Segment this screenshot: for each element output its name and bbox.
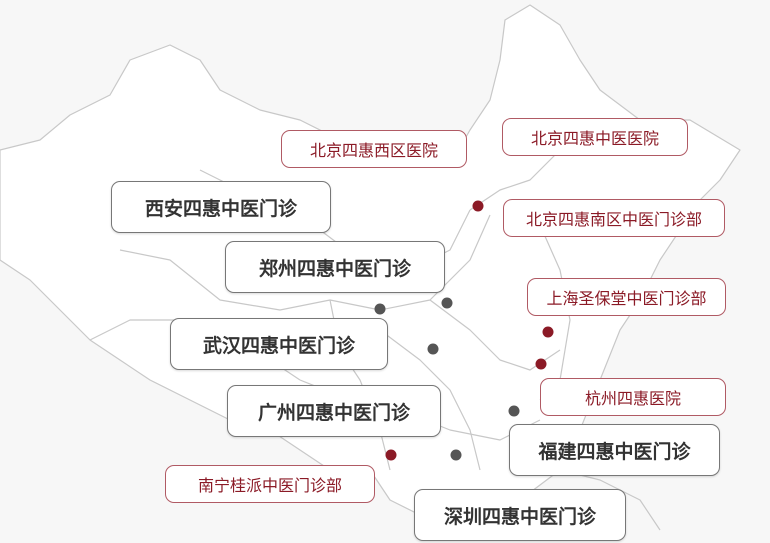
label-hangzhou[interactable]: 杭州四惠医院 — [540, 378, 726, 416]
label-beijing-main[interactable]: 北京四惠中医医院 — [502, 118, 688, 156]
hangzhou-marker[interactable] — [535, 358, 547, 370]
guangzhou-marker[interactable] — [450, 449, 462, 461]
wuhan-marker[interactable] — [427, 343, 439, 355]
label-guangzhou[interactable]: 广州四惠中医门诊 — [227, 385, 441, 437]
label-shanghai[interactable]: 上海圣保堂中医门诊部 — [527, 278, 726, 316]
zhengzhou-marker[interactable] — [441, 297, 453, 309]
shanghai-marker[interactable] — [542, 326, 554, 338]
label-beijing-xicheng[interactable]: 北京四惠西区医院 — [281, 130, 467, 168]
fujian-marker[interactable] — [508, 405, 520, 417]
label-xian[interactable]: 西安四惠中医门诊 — [111, 181, 331, 233]
xian-marker[interactable] — [374, 303, 386, 315]
label-beijing-south[interactable]: 北京四惠南区中医门诊部 — [503, 199, 725, 237]
nanning-marker[interactable] — [385, 449, 397, 461]
label-nanning[interactable]: 南宁桂派中医门诊部 — [165, 465, 375, 503]
beijing-marker[interactable] — [472, 200, 484, 212]
label-shenzhen[interactable]: 深圳四惠中医门诊 — [414, 489, 626, 541]
label-wuhan[interactable]: 武汉四惠中医门诊 — [170, 318, 388, 370]
label-fujian[interactable]: 福建四惠中医门诊 — [509, 424, 720, 476]
label-zhengzhou[interactable]: 郑州四惠中医门诊 — [225, 241, 445, 293]
